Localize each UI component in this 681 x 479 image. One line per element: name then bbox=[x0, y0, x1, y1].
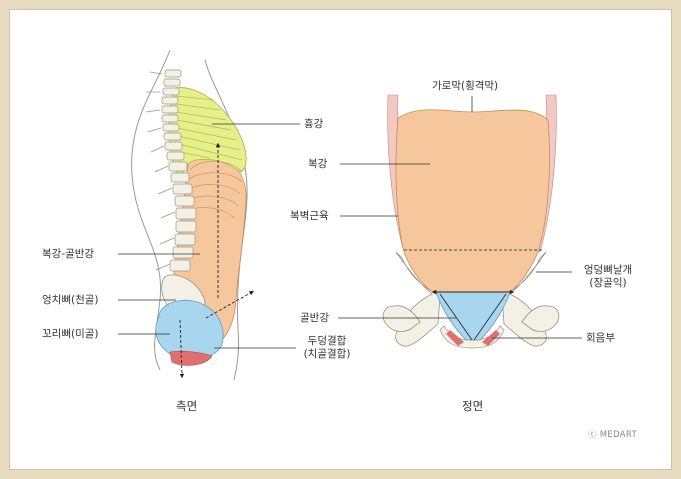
picture-frame-inner bbox=[9, 9, 672, 470]
label-pubic-symphysis: 두덩결합 (치골결합) bbox=[292, 335, 362, 361]
perineum-shape-side bbox=[169, 350, 213, 366]
spine bbox=[161, 69, 197, 272]
femur-left bbox=[382, 305, 421, 332]
pelvic-inlet-dashed-arrow bbox=[205, 290, 254, 319]
label-ilium-line2: (장골익) bbox=[589, 277, 627, 289]
pelvic-converge-right bbox=[473, 293, 507, 341]
label-abdominal-cavity: 복강 bbox=[308, 158, 328, 170]
pelvic-converge-left bbox=[439, 293, 473, 341]
label-sacrum: 엉치뼈(천골) bbox=[42, 294, 99, 306]
rib-lines bbox=[175, 95, 243, 161]
label-thoracic-cavity: 흉강 bbox=[304, 118, 324, 130]
label-abdominopelvic-cavity: 복강-골반강 bbox=[42, 248, 95, 260]
pelvic-cavity-shape bbox=[155, 299, 224, 360]
front-view bbox=[338, 94, 582, 349]
abdominal-cavity-front bbox=[395, 109, 550, 293]
perineum-front-right bbox=[482, 330, 500, 346]
spinous-processes bbox=[145, 71, 176, 271]
copyright-text: ⓒ MEDART bbox=[588, 430, 637, 440]
label-perineum: 회음부 bbox=[586, 332, 615, 344]
label-coccyx: 꼬리뼈(미골) bbox=[42, 328, 99, 340]
label-pubic-symphysis-line2: (치골결합) bbox=[303, 348, 351, 360]
pelvic-lower-dashed-arrow bbox=[179, 319, 185, 379]
label-diaphragm: 가로막(횡격막) bbox=[432, 80, 499, 92]
side-view bbox=[118, 49, 300, 381]
front-leader-lines bbox=[338, 96, 582, 339]
perineum-front-left bbox=[446, 330, 464, 346]
caption-side-view: 측면 bbox=[176, 399, 198, 413]
pelvic-cavity-front bbox=[435, 291, 511, 341]
label-pelvic-cavity: 골반강 bbox=[300, 312, 329, 324]
side-leader-lines bbox=[118, 123, 300, 349]
body-back-outline bbox=[131, 49, 171, 371]
femur-right bbox=[521, 305, 560, 332]
label-abdominal-wall-muscle: 복벽근육 bbox=[290, 210, 329, 222]
label-pubic-symphysis-line1: 두덩결합 bbox=[307, 335, 347, 347]
caption-front-view: 정면 bbox=[462, 399, 484, 413]
label-ilium-line1: 엉덩뼈날개 bbox=[583, 264, 633, 276]
label-ilium: 엉덩뼈날개 (장골익) bbox=[568, 264, 648, 290]
